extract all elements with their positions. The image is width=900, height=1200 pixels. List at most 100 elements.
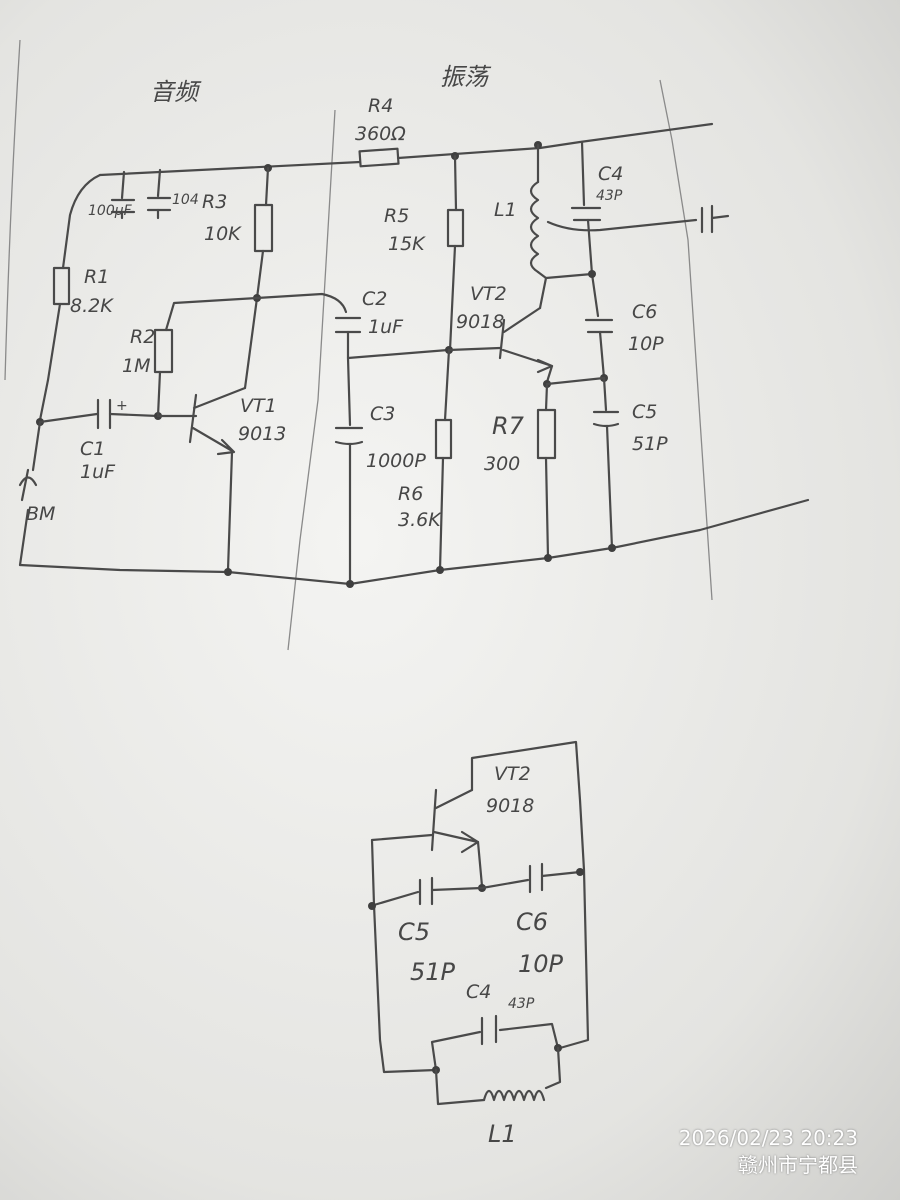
section-title-audio: 音频 <box>150 78 202 106</box>
label-r1: R1 <box>84 266 109 288</box>
wire-r5-top <box>453 154 458 212</box>
label-c2: C2 <box>362 288 387 310</box>
sub-wire-base <box>370 833 438 1074</box>
resistor-r5 <box>446 208 465 248</box>
value-r3: 10K <box>204 223 242 245</box>
wire-output <box>710 214 730 220</box>
label-l1: L1 <box>494 199 517 221</box>
label-vt1: VT1 <box>240 395 277 417</box>
label-c5: C5 <box>632 401 657 423</box>
resistor-r6 <box>434 418 453 460</box>
c1-plus: + <box>116 398 128 414</box>
mic-bm <box>18 468 38 502</box>
photo-date-stamp: 2026/02/23 20:23 <box>678 1126 858 1150</box>
wire-c5-top <box>602 376 608 412</box>
node-gnd-vt1 <box>224 568 232 576</box>
photo-location-stamp: 赣州市宁都县 <box>738 1153 858 1177</box>
label-r2: R2 <box>130 326 155 348</box>
wire-bm-ground <box>18 508 30 567</box>
sub-node-left <box>368 902 376 910</box>
node-gnd-c3 <box>346 580 354 588</box>
resistor-r3 <box>253 203 274 253</box>
paper-edge-left <box>4 39 21 381</box>
value-r5: 15K <box>388 233 426 255</box>
wire-emitter-to-c5 <box>545 376 606 386</box>
wire-c6-bot <box>598 330 606 380</box>
value-r1: 8.2K <box>70 295 114 317</box>
label-c1: C1 <box>80 438 105 460</box>
sub-wire-c5 <box>372 890 420 907</box>
wire-r7-top <box>544 382 549 412</box>
wire-c4-bot <box>586 218 600 318</box>
wire-l1-bot <box>536 270 594 280</box>
wire-c1-left <box>38 412 99 424</box>
sub-label-l1: L1 <box>488 1120 517 1148</box>
capacitor-c5 <box>592 410 620 428</box>
value-c6: 10P <box>628 333 664 355</box>
label-c4: C4 <box>598 163 623 185</box>
sub-wire-c6-right <box>540 870 582 878</box>
wire-emitter-vt1 <box>226 450 234 572</box>
label-c3: C3 <box>370 403 395 425</box>
wire-c5-bot <box>605 424 614 550</box>
capacitor-c1 <box>96 398 112 430</box>
value-c2: 1uF <box>368 316 404 338</box>
wire-r2-top <box>164 296 259 332</box>
capacitor-104 <box>146 196 172 212</box>
resistor-r2 <box>153 328 174 374</box>
value-vt2: 9018 <box>456 311 504 333</box>
wire-c3-top <box>346 356 352 427</box>
value-r4: 360Ω <box>355 123 406 145</box>
sub-value-c5: 51P <box>410 958 456 986</box>
sub-transistor-vt2 <box>430 788 480 854</box>
sub-node-right <box>576 868 584 876</box>
value-r6: 3.6K <box>398 509 442 531</box>
sub-capacitor-c5 <box>418 876 434 906</box>
resistor-r1 <box>52 266 71 306</box>
value-c4: 43P <box>596 188 623 204</box>
label-r3: R3 <box>202 191 227 213</box>
capacitor-c3 <box>334 426 364 446</box>
value-c1: 1uF <box>80 461 116 483</box>
wire-to-bm <box>31 420 42 472</box>
value-c-104: 104 <box>172 192 199 208</box>
wire-r1-down <box>38 302 62 422</box>
sub-wire-top <box>470 740 590 1050</box>
node-gnd-r7 <box>544 554 552 562</box>
node-gnd-c5 <box>608 544 616 552</box>
sub-inductor-l1 <box>482 1089 546 1102</box>
transistor-vt1 <box>188 386 247 456</box>
value-r2: 1M <box>122 355 150 377</box>
label-r6: R6 <box>398 483 423 505</box>
wire-r5-down <box>448 244 457 352</box>
capacitor-output <box>700 204 714 234</box>
value-r7: 300 <box>484 453 520 475</box>
wire-r3-down <box>243 249 265 390</box>
fold-line-left <box>287 109 336 651</box>
sub-capacitor-c4 <box>480 1014 498 1046</box>
capacitor-c4 <box>570 206 602 222</box>
label-vt2: VT2 <box>470 283 507 305</box>
wire-c2-in <box>255 292 348 314</box>
sub-capacitor-c6 <box>528 862 544 894</box>
capacitor-c2 <box>334 316 362 334</box>
sub-value-vt2: 9018 <box>486 795 534 817</box>
label-bm: BM <box>26 503 55 525</box>
label-r4: R4 <box>368 95 393 117</box>
value-vt1: 9013 <box>238 423 286 445</box>
sub-wire-l1 <box>434 1046 562 1106</box>
sub-wire-emitter <box>476 840 484 888</box>
top-rail <box>98 122 714 177</box>
label-r7: R7 <box>492 412 525 440</box>
wire-l1-tap <box>546 218 698 232</box>
wire-left-top <box>61 173 102 270</box>
wire-c4-top <box>580 140 586 207</box>
sub-label-c4: C4 <box>466 981 491 1003</box>
fold-line-right <box>659 79 713 601</box>
sub-value-c6: 10P <box>518 950 564 978</box>
label-r5: R5 <box>384 205 409 227</box>
sub-wire-c5-c6 <box>430 878 530 892</box>
wire-r2-down <box>156 370 162 418</box>
wire-cap100-top <box>120 170 126 200</box>
